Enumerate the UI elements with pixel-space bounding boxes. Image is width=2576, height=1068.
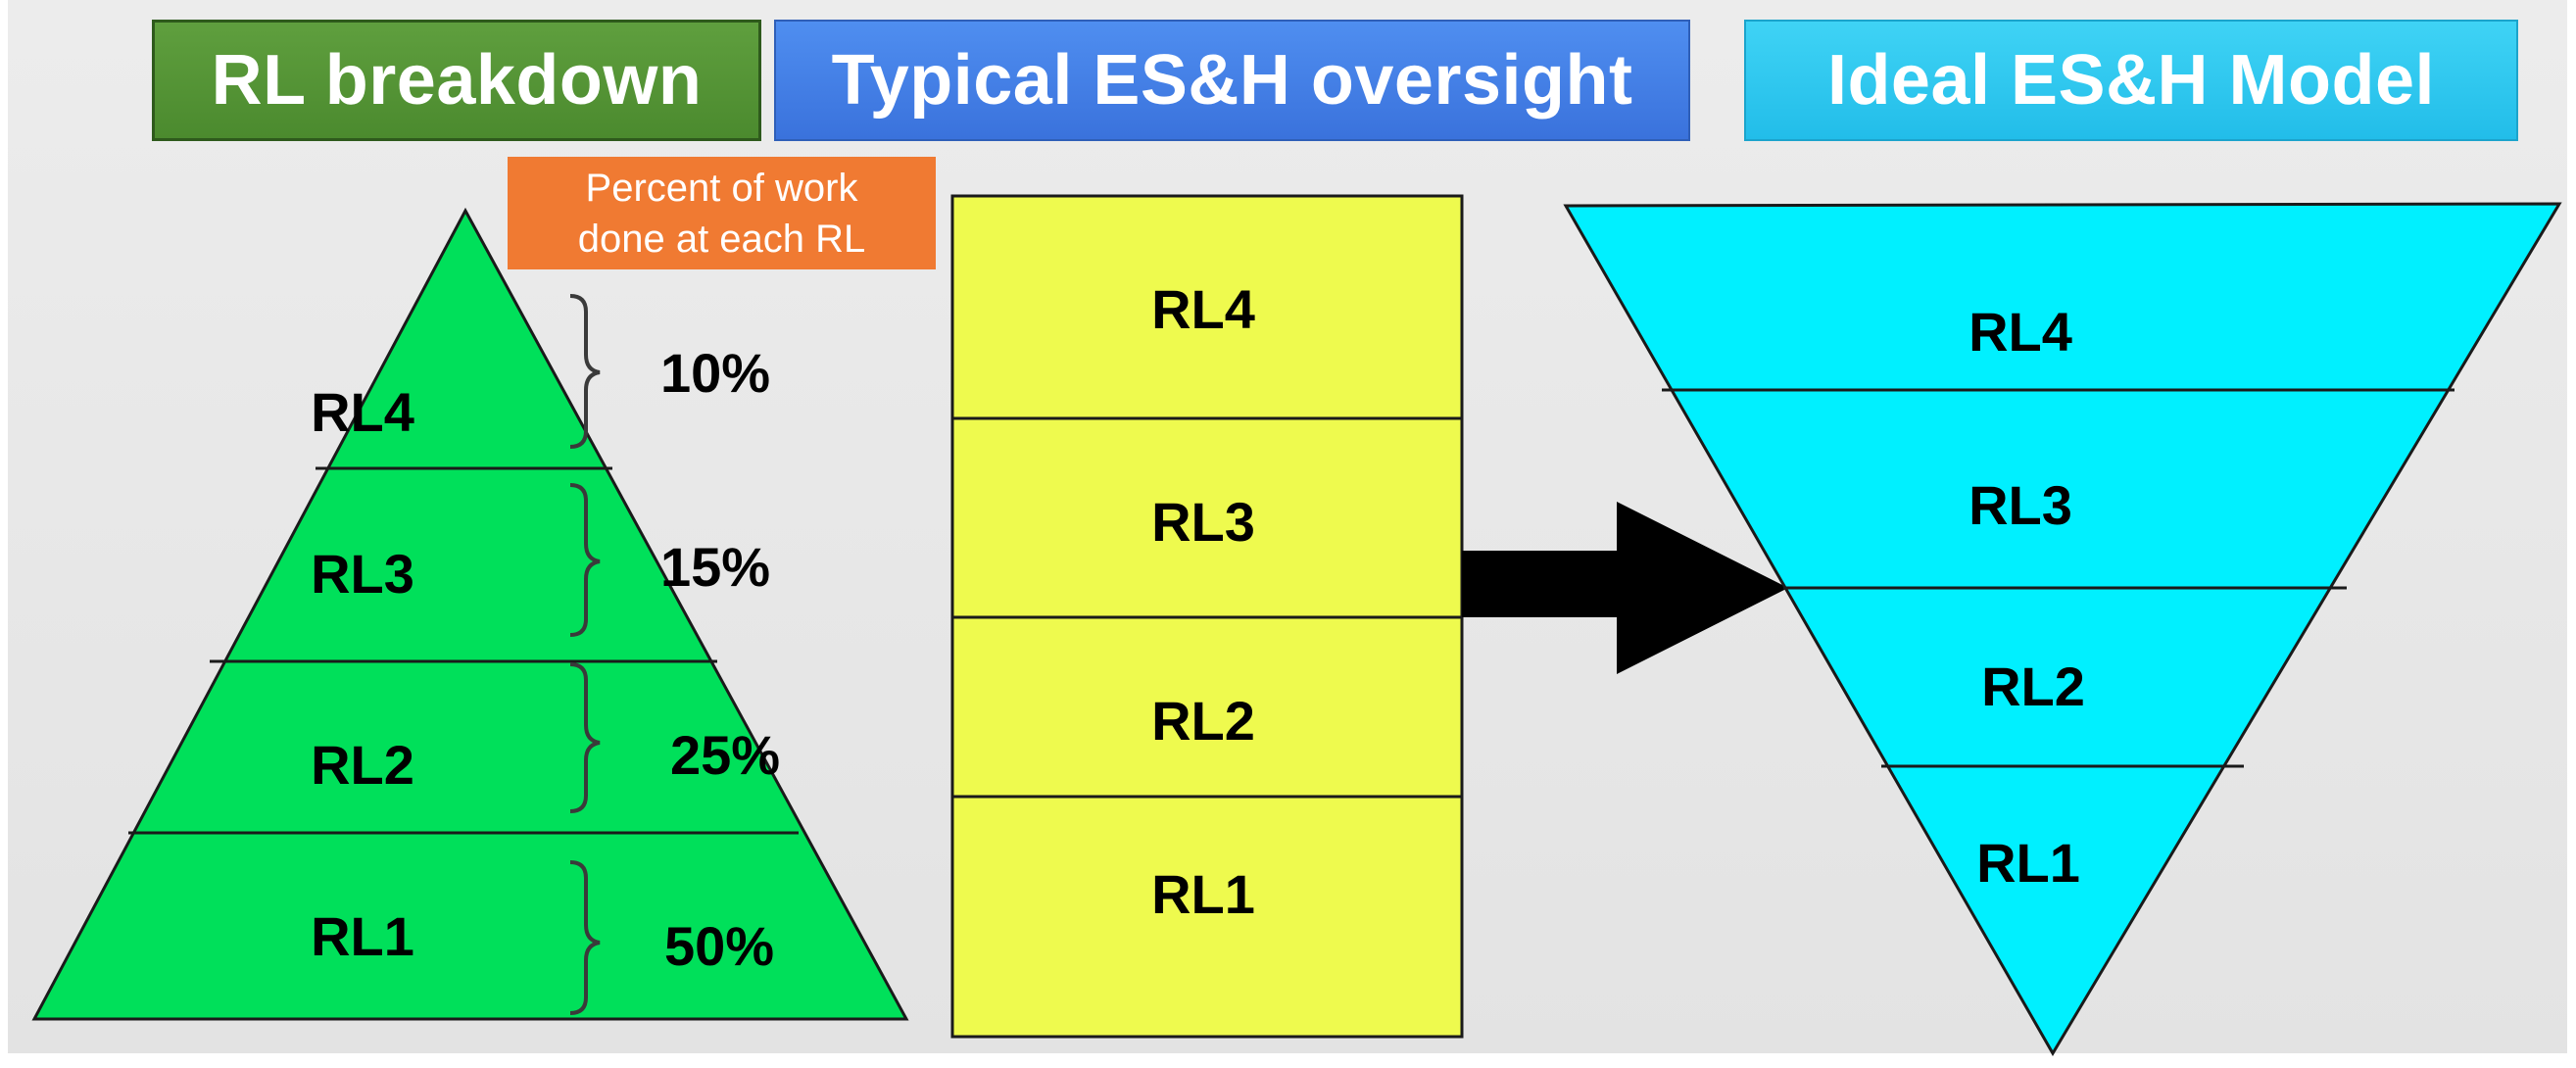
percent-note-line1: Percent of work — [585, 167, 858, 210]
stack-level-rl1: RL1 — [1151, 863, 1255, 925]
percent-rl4: 10% — [660, 342, 770, 404]
brace-rl3 — [569, 483, 601, 637]
percent-rl2: 25% — [670, 724, 780, 786]
stack-level-rl2: RL2 — [1151, 690, 1255, 752]
funnel-level-rl4: RL4 — [1968, 301, 2072, 363]
funnel-level-rl2: RL2 — [1981, 655, 2085, 717]
pyramid-level-rl4: RL4 — [311, 381, 414, 443]
arrow-right-icon — [1462, 502, 1788, 674]
brace-rl4 — [569, 294, 601, 449]
funnel-level-rl1: RL1 — [1976, 832, 2080, 894]
ideal-funnel: RL4 RL3 RL2 RL1 — [1563, 202, 2562, 1056]
percent-rl3: 15% — [660, 536, 770, 598]
percent-rl1: 50% — [664, 915, 774, 977]
brace-rl1 — [569, 860, 601, 1015]
ideal-model-header: Ideal ES&H Model — [1744, 20, 2518, 141]
pyramid: RL4 RL3 RL2 RL1 — [31, 207, 909, 1021]
percent-note-line2: done at each RL — [577, 218, 866, 261]
typical-oversight-header: Typical ES&H oversight — [774, 20, 1690, 141]
stack-level-rl3: RL3 — [1151, 491, 1255, 553]
typical-stack: RL4 RL3 RL2 RL1 — [950, 194, 1464, 1039]
pyramid-level-rl3: RL3 — [311, 543, 414, 605]
rl-breakdown-header: RL breakdown — [152, 20, 761, 141]
brace-rl2 — [569, 662, 601, 813]
pyramid-level-rl1: RL1 — [311, 905, 414, 967]
stack-level-rl4: RL4 — [1151, 278, 1255, 340]
percent-note: Percent of work done at each RL — [508, 157, 936, 269]
funnel-level-rl3: RL3 — [1968, 474, 2072, 536]
braces — [569, 294, 601, 1015]
pyramid-level-rl2: RL2 — [311, 734, 414, 796]
